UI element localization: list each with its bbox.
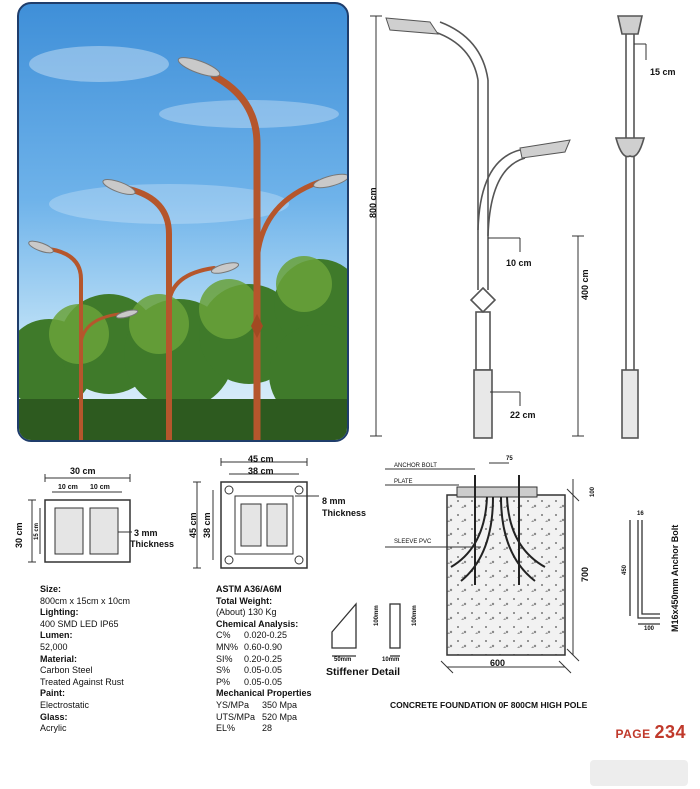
foundation-section-drawing: [385, 462, 580, 674]
arm-mid-label: 10 cm: [506, 258, 532, 268]
small-plate-thickness: 3 mm: [134, 528, 158, 538]
sleeve-callout: SLEEVE PVC: [394, 539, 432, 545]
stiffener-drawing: [331, 602, 401, 657]
spec-size: Size:800cm x 15cm x 10cm: [40, 584, 131, 606]
specs-right: ASTM A36/A6M Total Weight: (About) 130 K…: [216, 584, 312, 735]
spec-mech-key: Mechanical Properties: [216, 688, 312, 699]
page-num: 234: [654, 722, 686, 742]
spec-glass: Glass:Acrylic: [40, 711, 68, 734]
anchor-bolt-d2: 450: [622, 564, 628, 575]
anchor-bolt-drawing: [629, 520, 660, 625]
large-plate-outer-h: 45 cm: [188, 512, 198, 538]
stiffener-h1: 100mm: [374, 605, 380, 626]
large-plate-thickness-label: Thickness: [322, 508, 367, 518]
chem-row: S%0.05-0.05: [216, 665, 283, 676]
large-plate-inner-h: 38 cm: [202, 512, 212, 538]
small-plate-inner-b: 10 cm: [90, 484, 110, 491]
lower-height-label: 400 cm: [580, 269, 590, 300]
anchor-bolt-callout: ANCHOR BOLT: [394, 463, 437, 469]
mech-row: EL%28: [216, 723, 273, 734]
spec-lumen: Lumen:52,000: [40, 630, 73, 652]
page-number: PAGE 234: [615, 722, 686, 743]
stiffener-title: Stiffener Detail: [326, 666, 401, 678]
chem-row: MN%0.60-0.90: [216, 641, 283, 652]
spec-weight-value: (About) 130 Kg: [216, 607, 277, 618]
chem-row: P%0.05-0.05: [216, 676, 283, 687]
large-plate-inner-w: 38 cm: [248, 466, 274, 476]
small-plate-width: 30 cm: [70, 466, 96, 476]
plate-callout: PLATE: [394, 479, 413, 485]
anchor-bolt-d1: 16: [637, 511, 644, 517]
stiffener-w1: 50mm: [334, 657, 352, 663]
chem-row: SI%0.20-0.25: [216, 653, 283, 664]
foundation-top-dim: 75: [506, 456, 513, 462]
street-light-photo: [17, 2, 349, 442]
stiffener-w2: 10mm: [382, 657, 400, 663]
watermark: ​: [590, 760, 688, 786]
small-plate-height: 30 cm: [14, 522, 24, 548]
foundation-plate-dim: 100: [590, 486, 596, 497]
street-light-illustration: [19, 46, 347, 440]
pole-height-label: 800 cm: [368, 187, 378, 218]
spec-weight-key: Total Weight:: [216, 595, 273, 606]
small-plate-drawing: [28, 474, 132, 563]
small-plate-thickness-label: Thickness: [130, 539, 175, 549]
page-label: PAGE: [615, 727, 651, 741]
base-diameter-label: 22 cm: [510, 410, 536, 420]
spec-standard: ASTM A36/A6M: [216, 584, 282, 594]
anchor-bolt-label: M16x450mm Anchor Bolt: [670, 524, 680, 632]
foundation-depth: 700: [580, 566, 590, 582]
small-plate-inner-a: 10 cm: [58, 484, 78, 491]
spec-paint: Paint:Electrostatic: [40, 688, 90, 710]
foundation-width: 600: [490, 658, 506, 668]
chem-row: C%0.020-0.25: [216, 630, 288, 641]
anchor-bolt-d3: 100: [644, 626, 655, 632]
large-plate-thickness: 8 mm: [322, 496, 346, 506]
foundation-title: CONCRETE FOUNDATION 0F 800CM HIGH POLE: [390, 700, 588, 710]
spec-chem-key: Chemical Analysis:: [216, 618, 299, 629]
pole-top-label: 15 cm: [650, 67, 676, 77]
specs-left: Size:800cm x 15cm x 10cm Lighting:400 SM…: [40, 584, 130, 735]
large-plate-drawing: [193, 458, 319, 569]
stiffener-h2: 100mm: [412, 605, 418, 626]
large-plate-outer-w: 45 cm: [248, 454, 274, 464]
pole-elevation-drawing: [370, 15, 647, 439]
spec-lighting: Lighting:400 SMD LED IP65: [40, 607, 119, 629]
small-plate-inner-h: 15 cm: [34, 522, 40, 540]
